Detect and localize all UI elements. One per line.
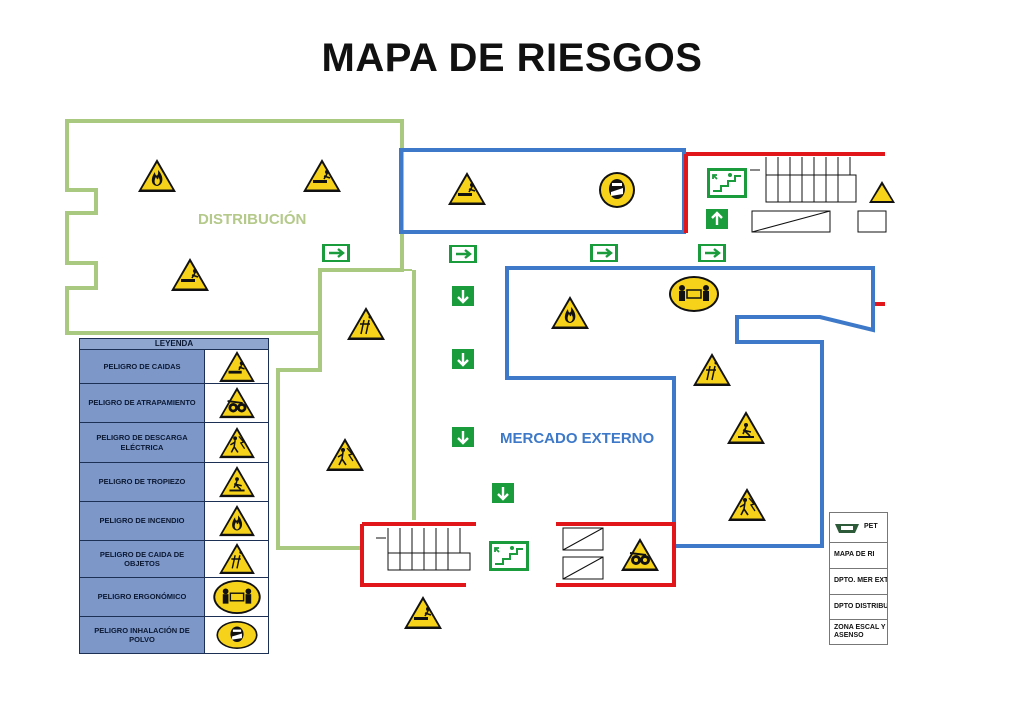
legend-label: PELIGRO DE ATRAPAMIENTO	[80, 384, 205, 422]
legend-row-dust: PELIGRO INHALACIÓN DE POLVO	[80, 617, 268, 653]
exit-arrow-down-icon	[450, 425, 476, 449]
title-block-header: PET	[830, 513, 887, 543]
electric-shock-hazard-icon	[728, 488, 766, 521]
legend-label: PELIGRO INHALACIÓN DE POLVO	[80, 617, 205, 653]
fall-hazard-icon	[404, 596, 442, 629]
legend-title: LEYENDA	[80, 339, 268, 350]
title-block-company: PET	[864, 523, 878, 531]
legend-row-entrapment: PELIGRO DE ATRAPAMIENTO	[80, 384, 268, 423]
electric-shock-hazard-icon	[205, 423, 268, 462]
falling-objects-hazard-icon	[205, 541, 268, 577]
exit-arrow-up-icon	[704, 207, 730, 231]
trip-hazard-icon	[205, 463, 268, 501]
legend-label: PELIGRO DE CAIDA DE OBJETOS	[80, 541, 205, 577]
emergency-exit-stairs-icon	[488, 540, 530, 572]
legend-row-trip: PELIGRO DE TROPIEZO	[80, 463, 268, 502]
staircase-bottom	[376, 527, 604, 580]
mercado-externo-zone-label: MERCADO EXTERNO	[500, 430, 655, 447]
fire-hazard-icon	[205, 502, 268, 540]
legend-row-ergonomic: PELIGRO ERGONÓMICO	[80, 578, 268, 617]
legend-label: PELIGRO ERGONÓMICO	[80, 578, 205, 616]
legend-label: PELIGRO DE CAIDAS	[80, 350, 205, 383]
stairs-zone-bottom	[360, 522, 676, 587]
title-block: PET MAPA DE RI DPTO. MER EXTERN DPTO DIS…	[829, 512, 888, 645]
fall-hazard-icon	[448, 172, 486, 205]
trip-hazard-icon	[727, 411, 765, 444]
exit-arrow-right-icon	[447, 243, 479, 265]
legend-row-fall: PELIGRO DE CAIDAS	[80, 350, 268, 384]
exit-arrow-down-icon	[450, 284, 476, 308]
fall-hazard-icon	[869, 181, 895, 203]
entrapment-hazard-icon	[621, 538, 659, 571]
dust-inhalation-hazard-icon	[599, 172, 635, 208]
mercado-externo-zone-wall	[505, 266, 875, 548]
exit-arrow-right-icon	[320, 242, 352, 264]
legend-row-electric: PELIGRO DE DESCARGA ELÉCTRICA	[80, 423, 268, 463]
fall-hazard-icon	[205, 350, 268, 383]
exit-arrow-right-icon	[696, 242, 728, 264]
title-block-row: DPTO. MER EXTERN	[830, 569, 887, 595]
dust-inhalation-hazard-icon	[205, 617, 268, 653]
falling-objects-hazard-icon	[693, 353, 731, 386]
fall-hazard-icon	[171, 258, 209, 291]
office-zone-wall	[399, 148, 686, 234]
legend-row-fire: PELIGRO DE INCENDIO	[80, 502, 268, 541]
distribucion-corridor-wall	[276, 270, 416, 550]
exit-arrow-right-icon	[588, 242, 620, 264]
page-title: MAPA DE RIESGOS	[321, 36, 703, 80]
legend-label: PELIGRO DE INCENDIO	[80, 502, 205, 540]
ergonomic-hazard-icon	[205, 578, 268, 616]
distribucion-zone-wall	[65, 119, 404, 335]
title-block-row: MAPA DE RI	[830, 543, 887, 569]
title-block-row: DPTO DISTRIBU	[830, 595, 887, 620]
fall-hazard-icon	[303, 159, 341, 192]
emergency-exit-stairs-icon	[706, 167, 748, 199]
stairs-zone-top	[684, 152, 885, 306]
electric-shock-hazard-icon	[326, 438, 364, 471]
title-block-row: ZONA ESCAL Y ASENSO	[834, 623, 886, 639]
legend-label: PELIGRO DE TROPIEZO	[80, 463, 205, 501]
fire-hazard-icon	[551, 296, 589, 329]
ergonomic-hazard-icon	[668, 275, 720, 313]
exit-arrow-down-icon	[450, 347, 476, 371]
falling-objects-hazard-icon	[347, 307, 385, 340]
distribucion-zone-label: DISTRIBUCIÓN	[198, 211, 307, 228]
company-logo-icon	[835, 523, 859, 533]
staircase-top	[750, 157, 887, 233]
exit-arrow-down-icon	[490, 481, 516, 505]
legend-table: LEYENDA PELIGRO DE CAIDAS PELIGRO DE ATR…	[79, 338, 269, 654]
legend-row-falling-objects: PELIGRO DE CAIDA DE OBJETOS	[80, 541, 268, 578]
entrapment-hazard-icon	[205, 384, 268, 422]
fire-hazard-icon	[138, 159, 176, 192]
legend-label: PELIGRO DE DESCARGA ELÉCTRICA	[80, 423, 205, 462]
